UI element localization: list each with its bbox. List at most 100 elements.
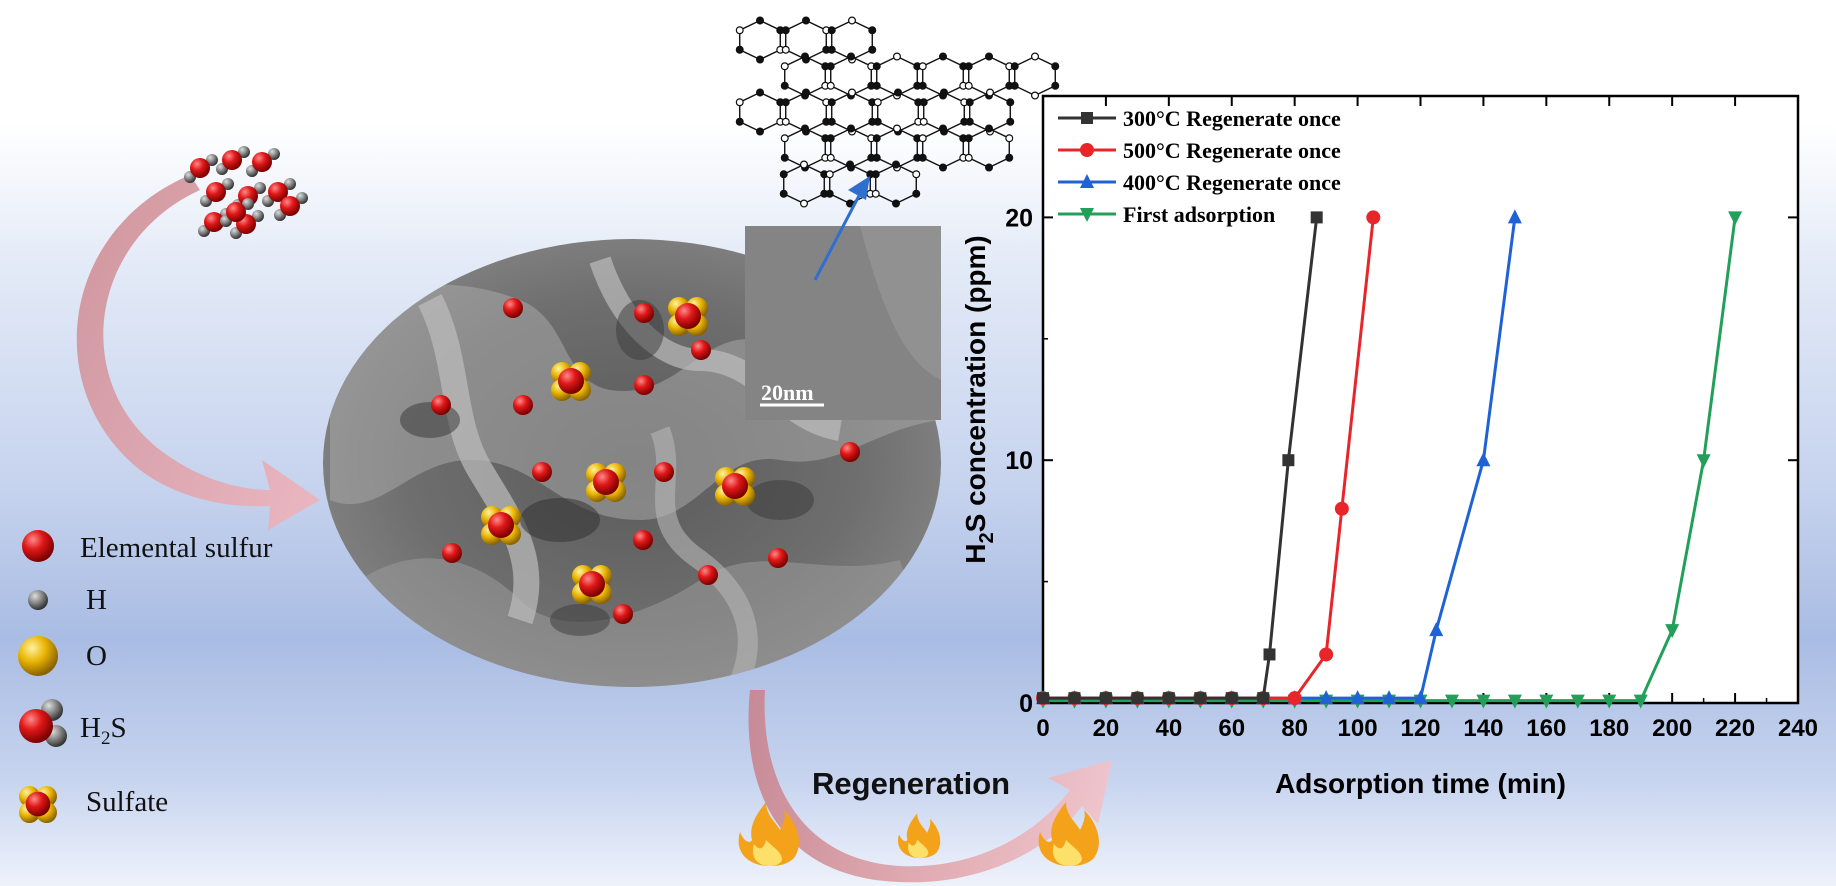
carbon-atom: [868, 45, 877, 54]
carbon-atom: [800, 124, 809, 133]
carbon-atom: [893, 88, 902, 97]
legend-label: 300°C Regenerate once: [1123, 106, 1341, 131]
data-point: [1539, 694, 1554, 709]
data-point: [1080, 174, 1094, 188]
carbon-ring: [1014, 55, 1056, 97]
legend-label: 400°C Regenerate once: [1123, 170, 1341, 195]
sulfate-particle: [551, 362, 591, 401]
carbon-atom: [755, 55, 764, 64]
carbon-atom: [801, 88, 810, 97]
y-tick-label: 20: [1005, 204, 1033, 232]
data-point: [1319, 647, 1334, 662]
sulfur-particle: [654, 462, 674, 482]
carbon-atom: [938, 124, 947, 133]
carbon-atom: [735, 26, 744, 35]
carbon-atom: [1005, 134, 1014, 143]
x-tick-label: 140: [1463, 715, 1503, 742]
legend-label-h2s: H2S: [80, 712, 127, 750]
carbon-atom: [781, 98, 790, 107]
carbon-atom: [781, 26, 790, 35]
data-point: [1507, 694, 1522, 709]
carbon-atom: [965, 98, 974, 107]
carbon-atom: [873, 98, 882, 107]
sulfate-icon: [19, 785, 57, 823]
h2s-molecule: [200, 178, 234, 207]
sulfate-particle: [586, 463, 626, 502]
x-tick-label: 20: [1093, 715, 1120, 742]
carbon-atom: [918, 62, 927, 71]
y-axis-label: H2S concentration (ppm): [960, 235, 998, 563]
data-point: [1570, 694, 1585, 709]
carbon-atom: [891, 199, 900, 208]
carbon-atom: [912, 170, 921, 179]
data-point: [1413, 690, 1428, 705]
sulfate-particle: [572, 565, 612, 604]
legend-item: 400°C Regenerate once: [1058, 170, 1341, 195]
carbon-atom: [984, 163, 993, 172]
carbon-atom: [891, 160, 900, 169]
carbon-atom: [781, 45, 790, 54]
carbon-atom: [892, 52, 901, 61]
carbon-atom: [827, 26, 836, 35]
carbon-atom: [964, 153, 973, 162]
carbon-atom: [847, 88, 856, 97]
x-tick-label: 40: [1155, 715, 1182, 742]
carbon-atom: [845, 160, 854, 169]
sulfur-particle: [698, 565, 718, 585]
carbon-atom: [780, 62, 789, 71]
scale-bar-label: 20nm: [761, 380, 814, 405]
data-point: [1310, 211, 1323, 224]
carbon-atom: [872, 153, 881, 162]
carbon-atom: [871, 189, 880, 198]
carbon-atom: [964, 81, 973, 90]
carbon-atom: [826, 62, 835, 71]
carbon-atom: [1006, 117, 1015, 126]
hydrogen-atom-icon: [28, 590, 48, 610]
data-point: [1080, 143, 1094, 157]
blue-arrow: [813, 176, 870, 281]
data-point: [1728, 211, 1743, 226]
carbon-atom: [871, 170, 880, 179]
x-axis-label: Adsorption time (min): [1275, 768, 1566, 799]
carbon-atom: [825, 170, 834, 179]
data-point: [1696, 454, 1711, 469]
data-point: [1633, 694, 1648, 709]
h2s-molecule-icon: [19, 699, 67, 747]
oxygen-atom-icon: [18, 636, 58, 676]
carbon-atom: [826, 153, 835, 162]
carbon-atom: [779, 189, 788, 198]
flame-icon-center: [898, 813, 941, 858]
x-tick-label: 220: [1715, 715, 1755, 742]
h2s-molecule: [220, 198, 254, 227]
carbon-atom: [826, 81, 835, 90]
carbon-atom: [985, 88, 994, 97]
legend-label-h2s-sub: 2: [100, 727, 111, 749]
legend-icons: [18, 530, 67, 823]
carbon-atom: [918, 134, 927, 143]
legend-item: 500°C Regenerate once: [1058, 138, 1341, 163]
carbon-atom: [873, 117, 882, 126]
carbon-atom: [892, 124, 901, 133]
sulfur-particle: [633, 530, 653, 550]
legend-label-h2s-s: S: [110, 712, 127, 744]
sulfur-particle: [431, 395, 451, 415]
legend-label-elemental-sulfur: Elemental sulfur: [80, 532, 273, 564]
carbon-atom: [1030, 52, 1039, 61]
data-point: [1131, 692, 1144, 705]
data-point: [1282, 454, 1295, 467]
x-tick-label: 0: [1036, 715, 1049, 742]
data-point: [1334, 501, 1349, 516]
plot-area: [1041, 94, 1800, 705]
data-point: [1194, 692, 1207, 705]
sem-particles: [431, 297, 860, 624]
data-point: [1476, 694, 1491, 709]
data-point: [1382, 690, 1397, 705]
sulfur-particle: [840, 442, 860, 462]
carbon-atom: [1030, 91, 1039, 100]
sulfur-particle: [442, 543, 462, 563]
carbon-atom: [984, 124, 993, 133]
legend-item: First adsorption: [1058, 202, 1275, 227]
chart-legend: 300°C Regenerate once 500°C Regenerate on…: [1058, 106, 1341, 227]
